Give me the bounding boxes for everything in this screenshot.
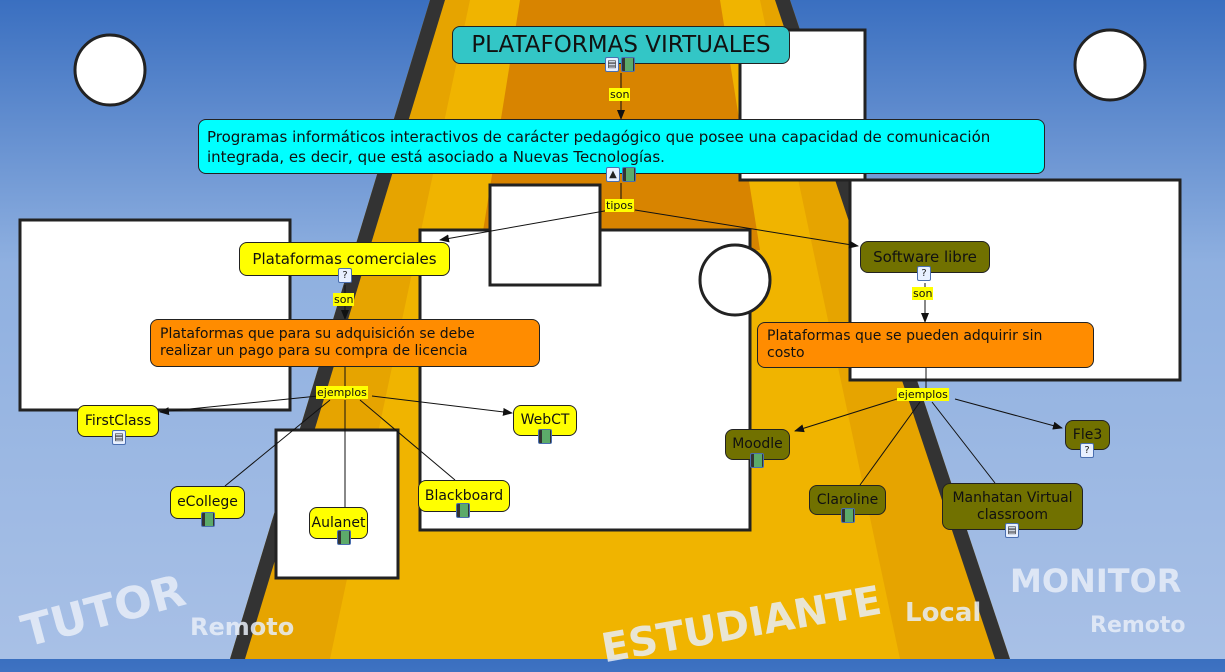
video-icon[interactable]	[750, 453, 764, 468]
unknown-resource-icon[interactable]: ?	[338, 268, 352, 283]
unknown-resource-icon[interactable]: ?	[1080, 443, 1094, 458]
example-webct[interactable]: WebCT	[513, 405, 577, 436]
image-icon[interactable]: ▲	[606, 167, 620, 182]
concept-definition[interactable]: Programas informáticos interactivos de c…	[198, 119, 1045, 174]
bg-label-tutor-sub: Remoto	[190, 613, 295, 641]
bg-label-monitor-sub: Remoto	[1090, 613, 1186, 638]
link-son-commercial[interactable]: son	[333, 293, 355, 306]
video-icon[interactable]	[622, 167, 636, 182]
link-son-free[interactable]: son	[912, 287, 934, 300]
example-manhatan[interactable]: Manhatan Virtual classroom	[942, 483, 1083, 530]
concept-free-description[interactable]: Plataformas que se pueden adquirir sin c…	[757, 322, 1094, 368]
document-icon[interactable]: ▤	[1005, 523, 1019, 538]
link-tipos[interactable]: tipos	[605, 199, 634, 212]
unknown-resource-icon[interactable]: ?	[917, 266, 931, 281]
concept-commercial-description[interactable]: Plataformas que para su adquisición se d…	[150, 319, 540, 367]
bg-label-student-sub: Local	[905, 598, 982, 628]
video-icon[interactable]	[621, 57, 635, 72]
concept-commercial[interactable]: Plataformas comerciales	[239, 242, 450, 276]
link-ejemplos-commercial[interactable]: ejemplos	[316, 386, 368, 399]
document-icon[interactable]: ▤	[605, 57, 619, 72]
video-icon[interactable]	[538, 429, 552, 444]
video-icon[interactable]	[841, 508, 855, 523]
video-icon[interactable]	[456, 503, 470, 518]
link-ejemplos-free[interactable]: ejemplos	[897, 388, 949, 401]
video-icon[interactable]	[337, 530, 351, 545]
document-icon[interactable]: ▤	[112, 430, 126, 445]
video-icon[interactable]	[201, 512, 215, 527]
bg-label-monitor: MONITOR	[1010, 562, 1182, 600]
link-son[interactable]: son	[609, 88, 631, 101]
